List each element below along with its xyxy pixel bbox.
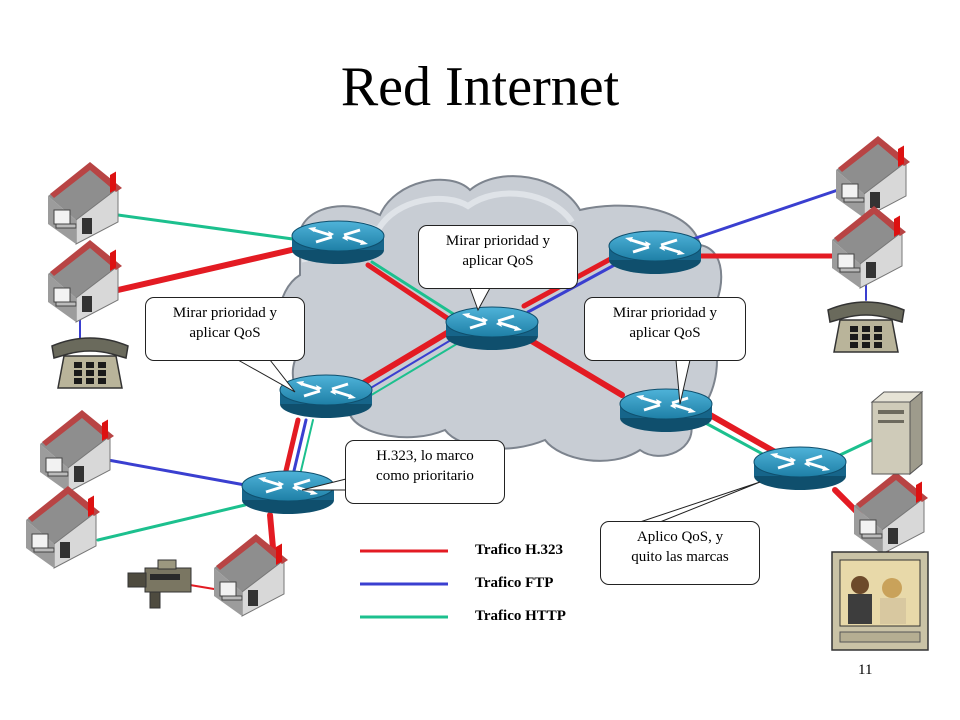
- router-icon: [444, 305, 540, 352]
- pointer-left: [237, 359, 296, 393]
- house-icon: [39, 409, 115, 493]
- pointer-right: [675, 359, 691, 405]
- link-right-egress-h323: [702, 409, 778, 455]
- link-r1-center-http: [370, 260, 457, 317]
- link-left-center-h323: [357, 327, 455, 388]
- callout-left-router: Mirar prioridad y aplicar QoS: [145, 297, 305, 361]
- router-icon: [752, 445, 848, 492]
- callout-h323-marking: H.323, lo marco como prioritario: [345, 440, 505, 504]
- router-icon: [290, 219, 386, 266]
- callout-center-router: Mirar prioridad y aplicar QoS: [418, 225, 578, 289]
- link-r2-house: [688, 188, 840, 242]
- callout-pointers: [237, 287, 761, 523]
- legend-swatches: [360, 549, 448, 619]
- telephone-icon: [51, 337, 129, 389]
- router-icon: [278, 373, 374, 420]
- callout-right-router: Mirar prioridad y aplicar QoS: [584, 297, 746, 361]
- link-house-edge-http: [96, 503, 247, 542]
- video-monitor-icon: [831, 551, 929, 651]
- link-left-edge-http: [299, 419, 314, 476]
- house-icon: [853, 471, 929, 555]
- callout-line: aplicar QoS: [462, 253, 534, 269]
- house-icon: [25, 485, 101, 569]
- callout-line: como prioritario: [376, 468, 474, 484]
- legend-label-ftp: Trafico FTP: [475, 575, 554, 591]
- link-left-edge-h323: [282, 417, 301, 478]
- link-left-center-http: [367, 341, 461, 398]
- router-icon: [618, 387, 714, 434]
- video-camera-icon: [127, 559, 192, 609]
- link-center-right: [527, 337, 625, 398]
- router-icon: [607, 229, 703, 276]
- callout-line: quito las marcas: [631, 549, 729, 565]
- pointer-h323: [301, 477, 351, 491]
- slide-title: Red Internet: [340, 56, 620, 118]
- link-right-egress-http: [698, 418, 772, 460]
- link-egress-server: [838, 436, 878, 457]
- callout-line: Mirar prioridad y: [612, 305, 718, 321]
- link-left-edge-ftp: [291, 418, 308, 477]
- server-icon: [870, 390, 924, 476]
- link-house1-r1: [116, 213, 302, 242]
- callout-line: Mirar prioridad y: [445, 233, 551, 249]
- house-icon: [47, 239, 123, 323]
- page-number: 11: [858, 662, 873, 678]
- house-icon: [835, 135, 911, 219]
- house-icon: [213, 533, 289, 617]
- callout-line: H.323, lo marco: [376, 448, 474, 464]
- link-house-edge-ftp: [106, 458, 247, 487]
- link-r1-center: [365, 262, 453, 323]
- house-icon: [831, 205, 907, 289]
- pointer-egress: [639, 481, 761, 523]
- telephone-icon: [827, 301, 905, 353]
- pointer-center: [469, 287, 491, 312]
- callout-line: Aplico QoS, y: [636, 529, 724, 545]
- link-house2-r1: [115, 245, 303, 293]
- legend-label-http: Trafico HTTP: [475, 608, 566, 624]
- router-icon: [240, 469, 336, 516]
- callout-line: Mirar prioridad y: [172, 305, 278, 321]
- callout-line: aplicar QoS: [189, 325, 261, 341]
- link-left-center-ftp: [363, 336, 457, 393]
- legend-label-h323: Trafico H.323: [475, 542, 564, 558]
- house-icon: [47, 161, 123, 245]
- callout-egress-router: Aplico QoS, y quito las marcas: [600, 521, 760, 585]
- callout-line: aplicar QoS: [629, 325, 701, 341]
